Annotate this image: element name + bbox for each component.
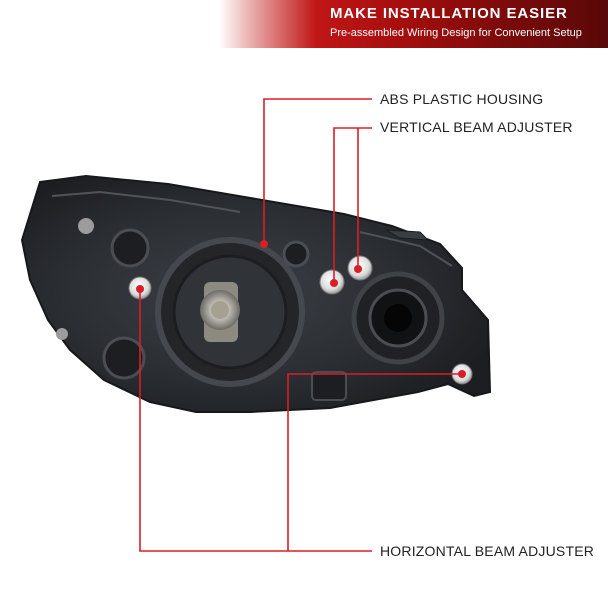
projector-ring xyxy=(351,271,445,365)
housing-ports xyxy=(56,218,347,401)
low-beam-socket xyxy=(155,237,305,387)
callout-horizontal-beam-adjuster: HORIZONTAL BEAM ADJUSTER xyxy=(380,543,595,559)
callout-lines xyxy=(139,98,462,552)
banner-title: MAKE INSTALLATION EASIER xyxy=(330,5,568,22)
callout-vertical-beam-adjuster: VERTICAL BEAM ADJUSTER xyxy=(380,119,573,135)
callout-abs-plastic-housing: ABS PLASTIC HOUSING xyxy=(380,91,544,107)
header-banner: MAKE INSTALLATION EASIER Pre-assembled W… xyxy=(0,0,608,48)
banner-subtitle: Pre-assembled Wiring Design for Convenie… xyxy=(330,27,582,39)
callout-dots xyxy=(136,240,466,378)
